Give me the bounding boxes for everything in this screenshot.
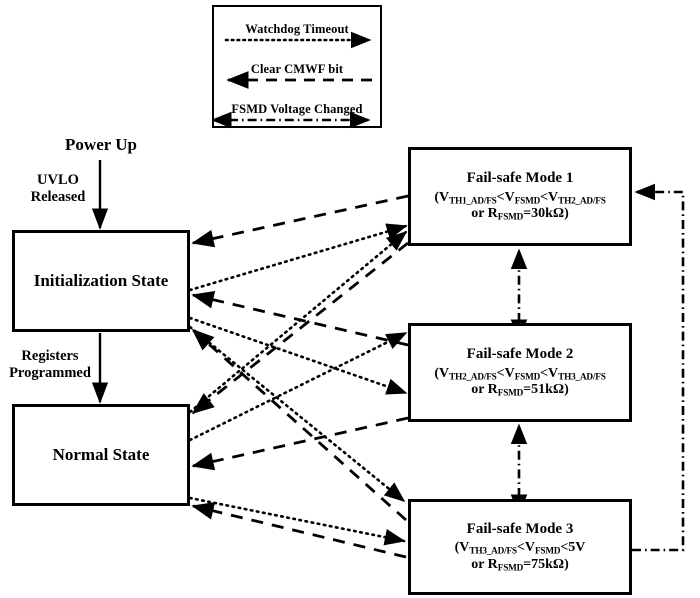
fail-safe-mode-2-condition: (VTH2_AD/FS<VFSMD<VTH3_AD/FS <box>415 366 625 383</box>
fail-safe-mode-1-condition: (VTH1_AD/FS<VFSMD<VTH2_AD/FS <box>415 190 625 207</box>
edge-mode3-to-init <box>191 328 407 522</box>
normal-state-label: Normal State <box>52 444 150 464</box>
state-box-normal[interactable]: Normal State <box>12 404 190 506</box>
m3-cond-sub2: FSMD <box>534 545 561 556</box>
m1-res-post: =30kΩ) <box>523 206 569 222</box>
m3-res-post: =75kΩ) <box>523 556 569 572</box>
m2-res-sub: FSMD <box>497 387 524 398</box>
edge-init-to-mode1 <box>188 223 408 292</box>
fail-safe-mode-3-title: Fail-safe Mode 3 <box>466 520 574 537</box>
legend-item-fsmd-voltage: FSMD Voltage Changed <box>214 100 380 118</box>
m3-cond-pre: (V <box>454 540 470 556</box>
power-up-text: Power Up <box>65 135 137 154</box>
registers-programmed-line2: Programmed <box>9 365 91 382</box>
mode-box-fail-safe-2[interactable]: Fail-safe Mode 2 (VTH2_AD/FS<VFSMD<VTH3_… <box>408 323 632 422</box>
uvlo-released-line1: UVLO <box>37 172 79 188</box>
mode-box-fail-safe-1[interactable]: Fail-safe Mode 1 (VTH1_AD/FS<VFSMD<VTH2_… <box>408 147 632 246</box>
m3-cond-sub1: TH3_AD/FS <box>469 545 517 556</box>
fail-safe-mode-3-condition: (VTH3_AD/FS<VFSMD<5V <box>415 540 625 557</box>
fail-safe-mode-2-title: Fail-safe Mode 2 <box>466 346 574 363</box>
edge-mode2-to-normal <box>191 416 409 471</box>
m1-cond-lt2: <V <box>540 189 559 205</box>
legend-label-fsmd-voltage: FSMD Voltage Changed <box>231 102 363 116</box>
power-up-label: Power Up <box>46 135 156 155</box>
edge-mode3-to-normal <box>191 502 407 559</box>
m2-cond-pre: (V <box>434 365 450 381</box>
m1-cond-lt1: <V <box>496 189 515 205</box>
m2-cond-lt2: <V <box>540 365 559 381</box>
m2-res-pre: or R <box>471 382 498 398</box>
m1-cond-sub2: FSMD <box>514 195 541 206</box>
edge-init-to-mode3 <box>188 325 406 503</box>
legend-label-watchdog: Watchdog Timeout <box>245 22 349 36</box>
registers-programmed-line1: Registers <box>21 348 79 364</box>
edge-mode2-to-init <box>191 290 409 347</box>
mode-box-fail-safe-3[interactable]: Fail-safe Mode 3 (VTH3_AD/FS<VFSMD<5V or… <box>408 499 632 595</box>
state-box-initialization[interactable]: Initialization State <box>12 230 190 332</box>
edge-normal-to-mode2 <box>188 331 408 442</box>
m3-res-sub: FSMD <box>497 562 524 573</box>
edge-mode1-to-normal <box>191 241 409 415</box>
m2-cond-sub2: FSMD <box>514 371 541 382</box>
m2-cond-sub3: TH3_AD/FS <box>558 371 606 382</box>
edge-normal-to-mode1 <box>188 230 408 414</box>
uvlo-released-line2: Released <box>30 189 86 206</box>
legend-item-watchdog: Watchdog Timeout <box>214 20 380 38</box>
m3-res-pre: or R <box>471 556 498 572</box>
edge-mode1-to-init <box>191 194 409 248</box>
initialization-state-label: Initialization State <box>33 270 169 290</box>
m2-cond-sub1: TH2_AD/FS <box>449 371 497 382</box>
edge-normal-to-mode3 <box>188 496 406 546</box>
fail-safe-mode-2-resistance: or RFSMD=51kΩ) <box>415 382 625 399</box>
edge-mode3-to-mode1-wrap <box>632 183 685 552</box>
m1-res-pre: or R <box>471 206 498 222</box>
fail-safe-mode-3-content: Fail-safe Mode 3 (VTH3_AD/FS<VFSMD<5V or… <box>411 521 629 574</box>
fail-safe-mode-1-resistance: or RFSMD=30kΩ) <box>415 206 625 223</box>
m3-cond-lt1: <V <box>516 540 535 556</box>
fail-safe-mode-1-title: Fail-safe Mode 1 <box>466 170 574 187</box>
m2-res-post: =51kΩ) <box>523 382 569 398</box>
legend-item-clear-cmwf: Clear CMWF bit <box>214 60 380 78</box>
m1-cond-pre: (V <box>434 189 450 205</box>
edge-init-to-mode2 <box>188 316 408 395</box>
fail-safe-mode-1-content: Fail-safe Mode 1 (VTH1_AD/FS<VFSMD<VTH2_… <box>411 170 629 223</box>
m1-cond-sub1: TH1_AD/FS <box>449 195 497 206</box>
m1-res-sub: FSMD <box>497 211 524 222</box>
legend-label-clear-cmwf: Clear CMWF bit <box>250 62 344 76</box>
uvlo-released-label: UVLO Released <box>20 172 96 207</box>
fail-safe-mode-3-resistance: or RFSMD=75kΩ) <box>415 557 625 574</box>
legend-box: Watchdog Timeout Clear CMWF bit FSMD Vol… <box>212 5 382 129</box>
m1-cond-sub3: TH2_AD/FS <box>558 195 606 206</box>
fail-safe-mode-2-content: Fail-safe Mode 2 (VTH2_AD/FS<VFSMD<VTH3_… <box>411 346 629 399</box>
m3-cond-lt2: <5V <box>560 540 586 556</box>
m2-cond-lt1: <V <box>496 365 515 381</box>
registers-programmed-label: Registers Programmed <box>4 348 96 383</box>
